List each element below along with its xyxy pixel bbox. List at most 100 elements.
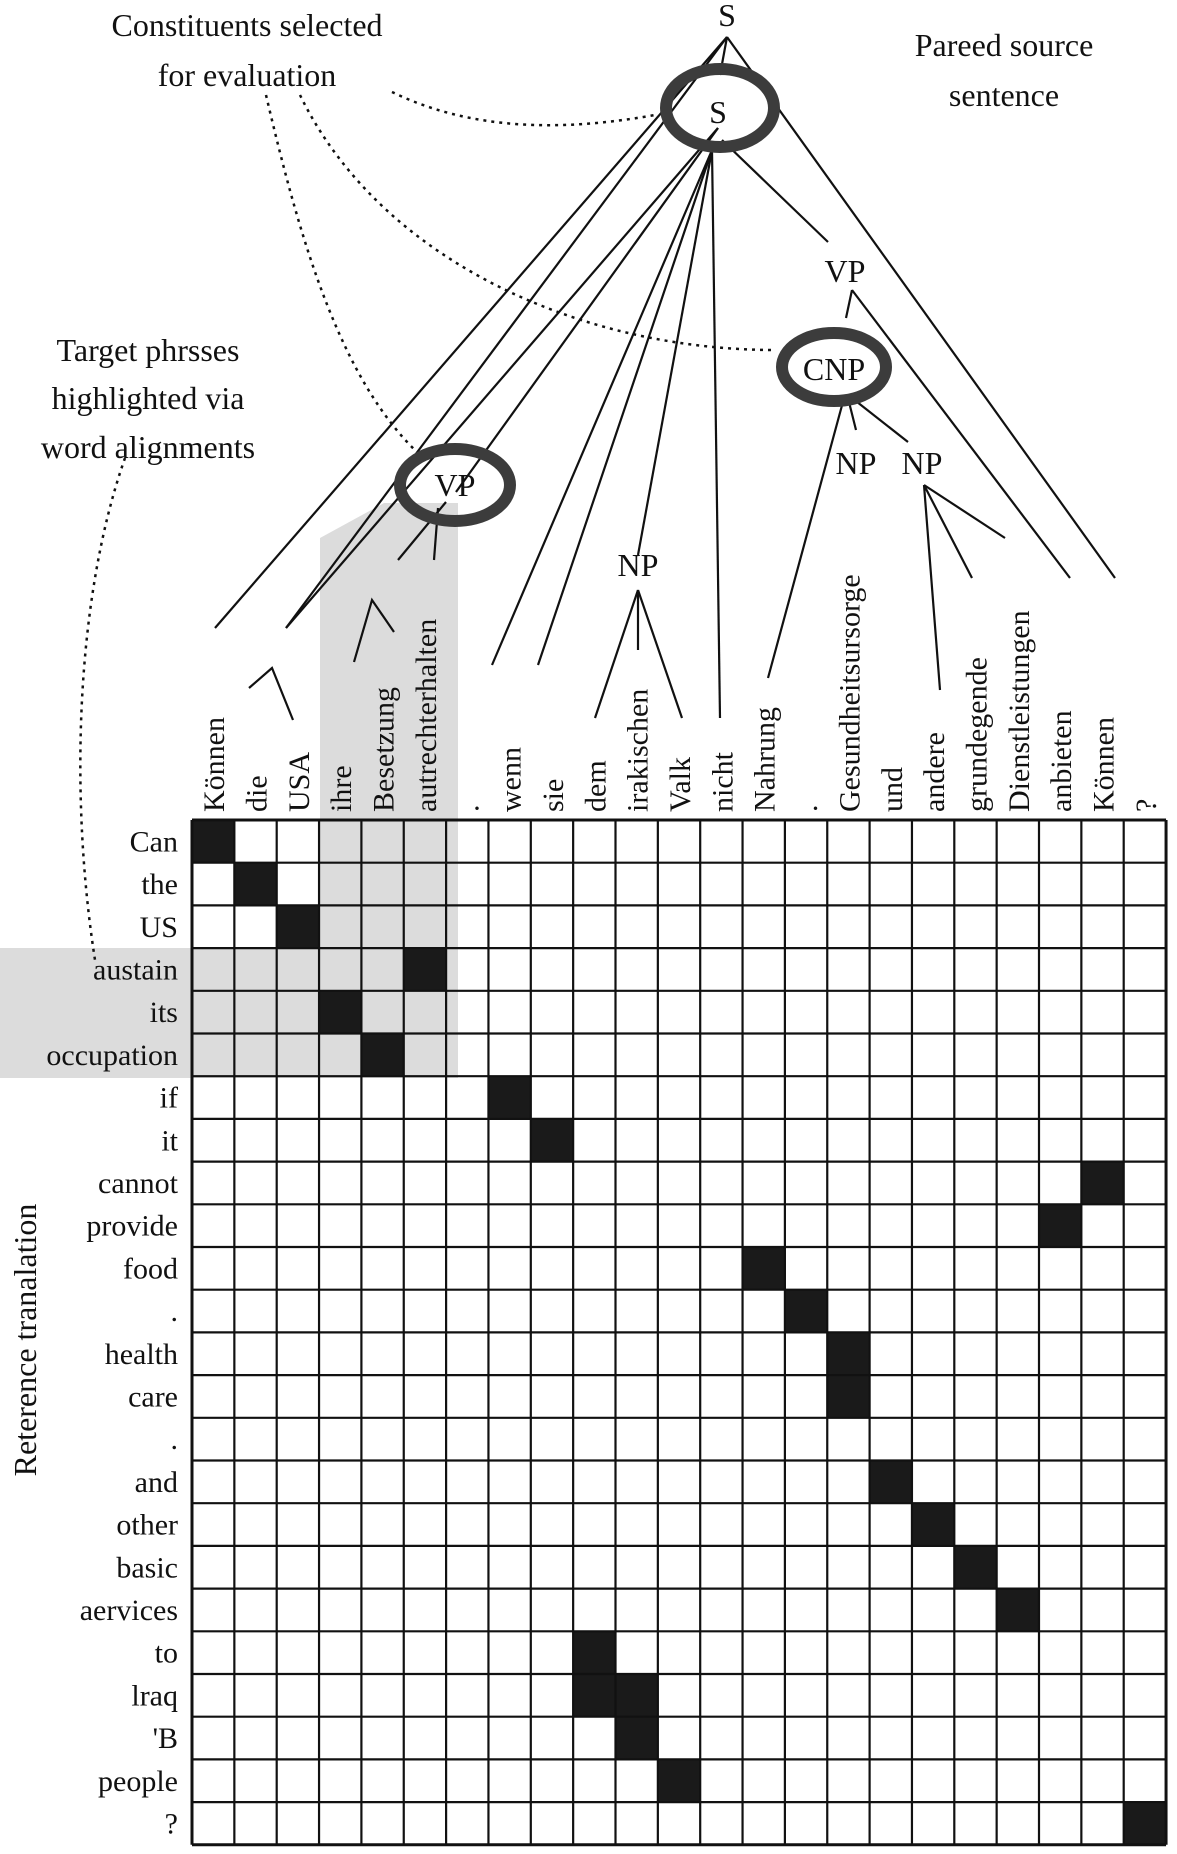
target-caption-line1: Target phrsses	[57, 332, 240, 368]
target-word: the	[141, 868, 178, 901]
source-word: Gesundheitsursorge	[833, 574, 866, 812]
alignment-cell	[911, 1503, 955, 1546]
tree-node-np-left: NP	[836, 445, 877, 481]
annotation-pointers	[79, 90, 776, 961]
source-word: Dienstleistungen	[1003, 610, 1036, 812]
source-word: die	[241, 775, 274, 812]
alignment-cell	[996, 1588, 1039, 1632]
alignment-cell	[403, 948, 447, 991]
target-caption-line2: highlighted via	[52, 380, 245, 416]
constituents-caption-line1: Constituents selected	[111, 7, 382, 43]
source-word: grundegende	[960, 657, 993, 812]
alignment-cell	[361, 1033, 404, 1077]
alignment-cell	[869, 1460, 912, 1504]
alignment-cell	[784, 1289, 828, 1333]
alignment-cells	[192, 820, 1167, 1845]
source-word: USA	[283, 752, 316, 812]
source-word: Valk	[664, 757, 697, 812]
source-word: dem	[579, 760, 612, 812]
target-word: occupation	[46, 1039, 178, 1072]
target-word: lraq	[131, 1679, 178, 1712]
source-word: Können	[198, 717, 231, 812]
target-word: and	[135, 1466, 178, 1499]
tree-node-root-s: S	[718, 0, 736, 33]
target-word: US	[140, 911, 178, 944]
source-word: Nahrung	[749, 707, 782, 812]
source-word: ihre	[325, 765, 358, 812]
source-word: irakischen	[622, 689, 655, 812]
source-caption-line1: Pareed source	[915, 27, 1094, 63]
alignment-cell	[615, 1716, 658, 1760]
target-word: care	[128, 1380, 178, 1413]
selection-circles	[394, 63, 892, 527]
target-caption-line3: word alignments	[41, 429, 255, 465]
alignment-cell	[192, 820, 235, 863]
alignment-cell	[827, 1332, 870, 1376]
pointer-to-rows	[79, 457, 127, 961]
target-word: to	[155, 1637, 178, 1670]
target-word-labels: CantheUSaustainitsoccupationifitcannotpr…	[46, 825, 178, 1840]
target-word: 'B	[153, 1722, 178, 1755]
source-word: anbieten	[1045, 710, 1078, 812]
cnp-node-circle	[776, 327, 892, 407]
target-word: .	[171, 1423, 179, 1456]
target-word: people	[98, 1765, 178, 1798]
target-word: its	[150, 996, 178, 1029]
alignment-cell	[276, 905, 320, 949]
alignment-cell	[827, 1375, 870, 1418]
constituents-caption-line2: for evaluation	[158, 57, 337, 93]
target-word: austain	[93, 953, 178, 986]
target-word: health	[105, 1338, 178, 1371]
source-word: sie	[537, 779, 570, 812]
alignment-cell	[530, 1118, 574, 1162]
source-word: wenn	[495, 747, 528, 812]
source-word: ?	[1130, 799, 1163, 812]
pointer-to-cnp-node	[298, 94, 776, 352]
pointer-to-s-node	[391, 90, 656, 127]
alignment-cell	[1039, 1204, 1082, 1247]
tree-node-labels: S S VP CNP NP NP VP NP	[435, 0, 943, 583]
alignment-cell	[488, 1076, 531, 1119]
alignment-cell	[1081, 1161, 1124, 1205]
annotation-captions: Constituents selected for evaluation Par…	[41, 7, 1093, 465]
reference-translation-label: Reterence tranalation	[7, 1204, 43, 1477]
s-node-circle	[660, 63, 780, 153]
source-word: Können	[1088, 717, 1121, 812]
vp-node-circle	[394, 443, 516, 527]
source-words-highlight	[320, 595, 458, 820]
target-word: ?	[165, 1807, 178, 1840]
alignment-cell	[1123, 1802, 1167, 1845]
target-word: it	[161, 1124, 178, 1157]
source-word: andere	[918, 732, 951, 812]
source-word: nicht	[706, 751, 739, 812]
target-word: food	[123, 1252, 178, 1285]
alignment-grid	[190, 818, 1168, 1847]
alignment-cell	[573, 1631, 616, 1674]
source-word: und	[876, 767, 909, 812]
tree-highlight-region	[320, 503, 458, 595]
source-word: .	[452, 805, 485, 813]
source-caption-line2: sentence	[949, 77, 1059, 113]
source-word-labels: Können die USA ihre Besetzung autrechterhalte…	[198, 574, 1163, 812]
alignment-cell	[615, 1674, 658, 1717]
target-word: basic	[116, 1551, 178, 1584]
target-word: Can	[130, 825, 178, 858]
target-word: aervices	[80, 1594, 178, 1627]
target-word: other	[116, 1509, 178, 1542]
alignment-cell	[319, 990, 362, 1034]
tree-node-vp-top: VP	[825, 253, 866, 289]
tree-node-cnp: CNP	[803, 351, 865, 387]
target-word: cannot	[98, 1167, 179, 1200]
pointer-to-vp-node	[264, 94, 421, 456]
target-word: provide	[86, 1210, 178, 1243]
target-word: .	[171, 1295, 179, 1328]
alignment-cell	[234, 862, 277, 906]
source-word: Besetzung	[368, 687, 401, 812]
source-word: .	[791, 805, 824, 813]
tree-node-vp-left: VP	[435, 467, 476, 503]
tree-node-np-mid: NP	[618, 547, 659, 583]
alignment-cell	[657, 1759, 701, 1803]
alignment-cell	[742, 1247, 785, 1290]
tree-node-inner-s: S	[709, 94, 727, 130]
source-word: autrechterhalten	[410, 619, 443, 812]
